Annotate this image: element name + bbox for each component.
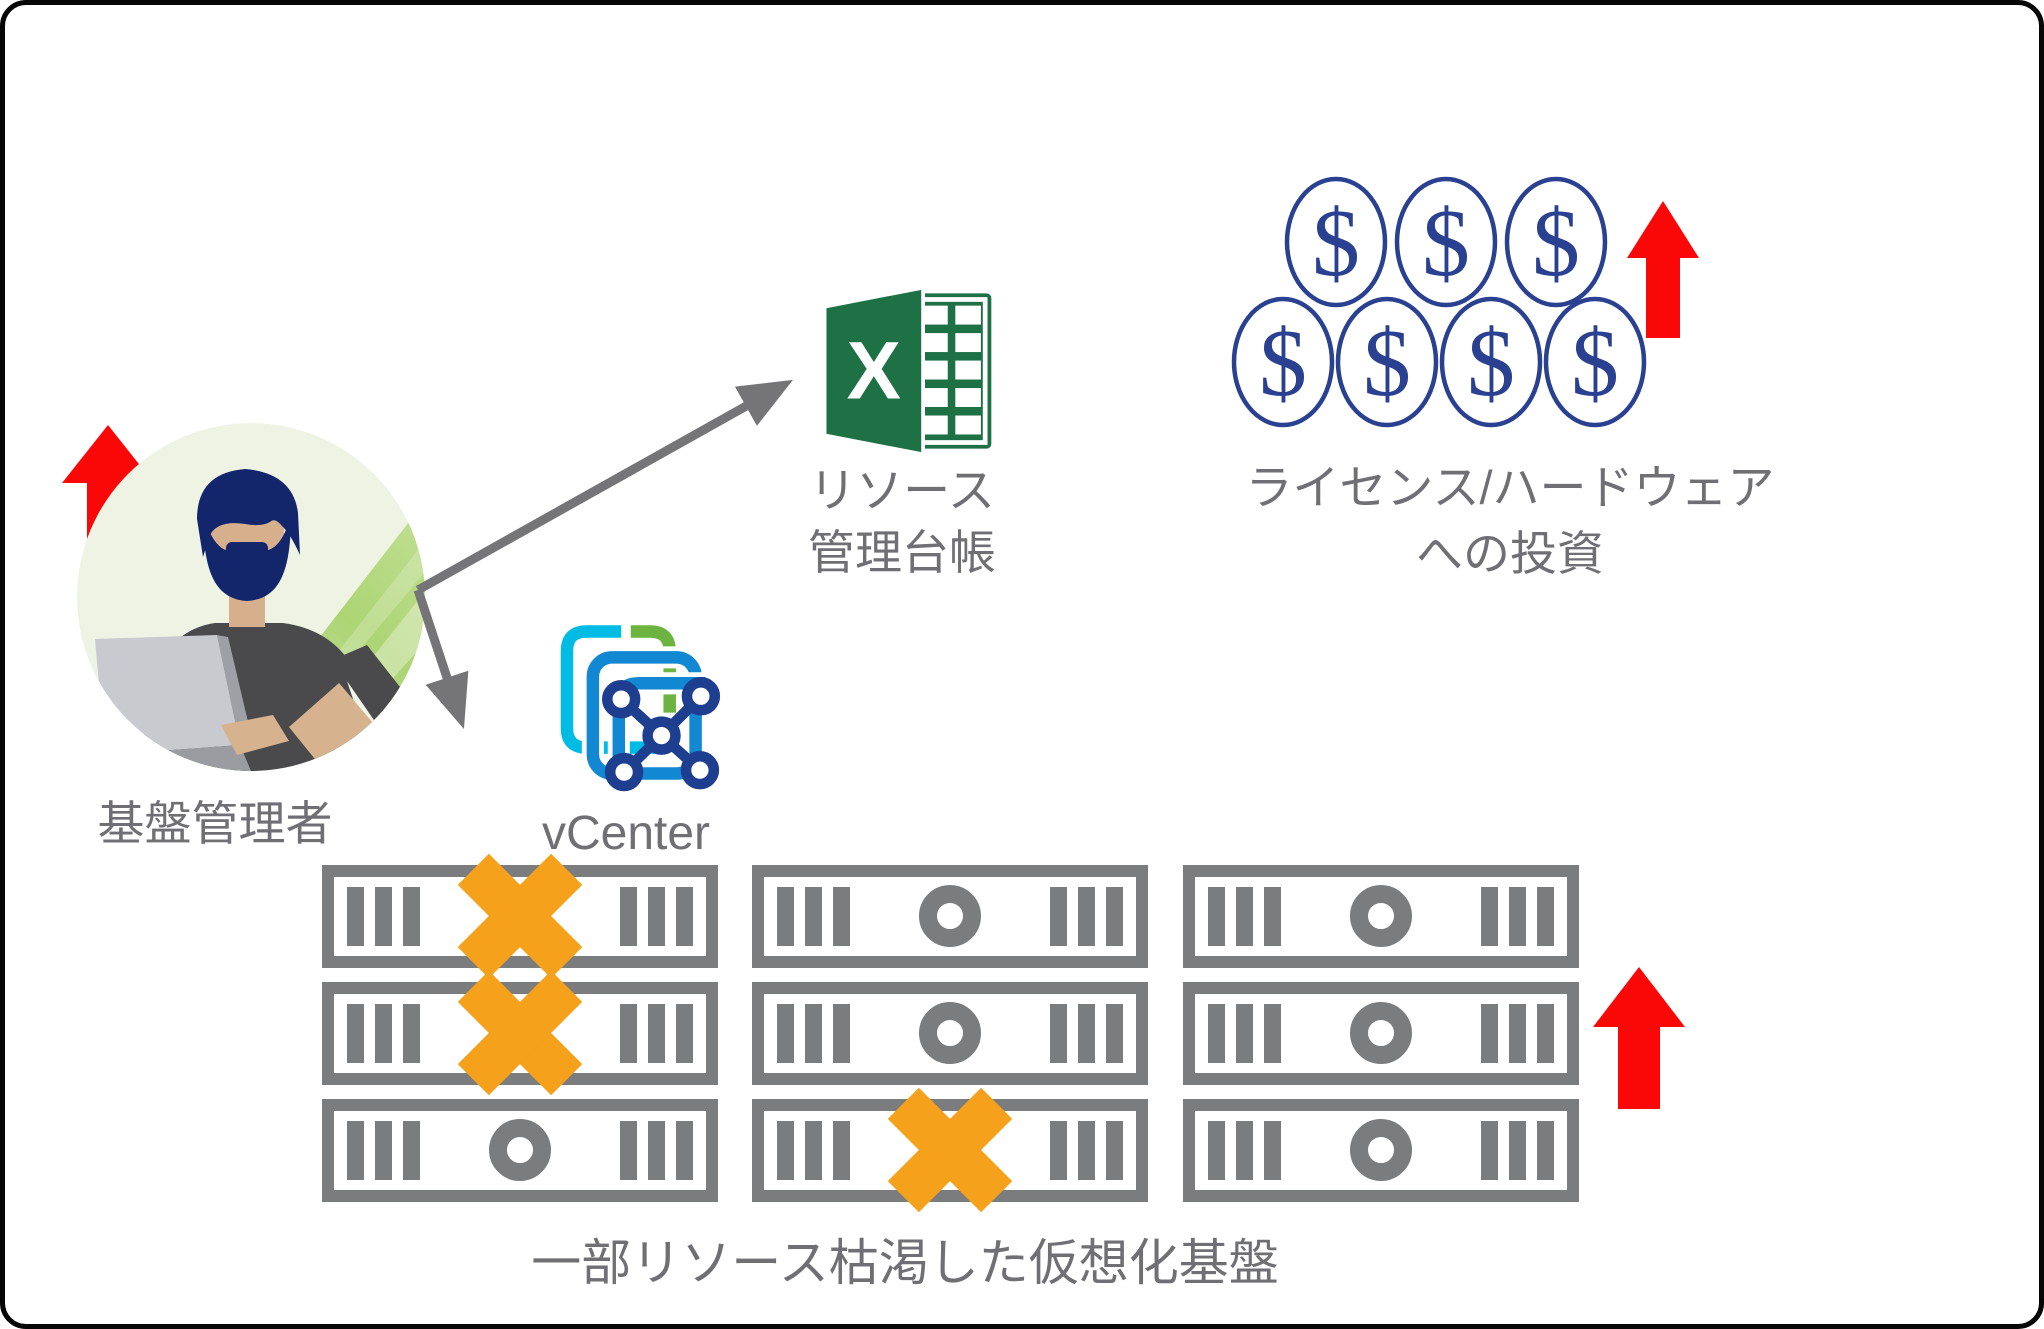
laptop-icon — [95, 635, 253, 771]
hand — [221, 715, 289, 755]
dollar-sign: $ — [1363, 309, 1411, 416]
infrastructure-increase-arrow-icon — [1593, 967, 1685, 1109]
server-icon — [752, 865, 1148, 968]
server-icon — [752, 1087, 1148, 1213]
power-indicator — [1350, 885, 1412, 947]
hair — [197, 469, 300, 557]
server-icon — [1183, 982, 1579, 1085]
server-icon — [322, 1099, 718, 1202]
dollar-coin-icon: $ — [1439, 296, 1543, 428]
server-icon — [322, 970, 718, 1096]
server-icon — [1183, 865, 1579, 968]
failure-x-icon — [887, 1087, 1013, 1213]
ledger-label-line1: リソース — [809, 464, 995, 517]
vcenter-icon — [560, 625, 721, 792]
admin-avatar — [77, 423, 425, 771]
dollar-coin-icon: $ — [1394, 176, 1498, 308]
power-indicator — [1350, 1119, 1412, 1181]
dollar-coin-icon: $ — [1504, 176, 1608, 308]
admin-label: 基盤管理者 — [97, 797, 333, 850]
ledger-label: リソース 管理台帳 — [752, 460, 1052, 584]
dollar-sign: $ — [1532, 189, 1580, 296]
power-indicator — [919, 1002, 981, 1064]
beard — [203, 515, 291, 601]
arrow-admin-to-excel — [415, 379, 793, 594]
vcenter-label: vCenter — [541, 807, 711, 860]
server-icon — [322, 853, 718, 979]
excel-letter: X — [847, 325, 901, 416]
excel-icon: X — [822, 285, 992, 457]
dollar-sign: $ — [1259, 309, 1307, 416]
ledger-label-line2: 管理台帳 — [808, 526, 996, 579]
admin-increase-arrow-icon — [62, 425, 154, 563]
investment-label-line1: ライセンス/ハードウェア — [1245, 461, 1775, 514]
power-indicator — [1350, 1002, 1412, 1064]
dollar-sign: $ — [1467, 309, 1515, 416]
dollar-coin-icon: $ — [1231, 296, 1335, 428]
server-icon — [752, 982, 1148, 1085]
investment-label: ライセンス/ハードウェア への投資 — [1210, 455, 1810, 587]
power-indicator — [919, 885, 981, 947]
server-icon — [1183, 1099, 1579, 1202]
investment-label-line2: への投資 — [1416, 527, 1604, 580]
investment-increase-arrow-icon — [1627, 201, 1699, 338]
failure-x-icon — [457, 970, 583, 1096]
infrastructure-caption: 一部リソース枯渇した仮想化基盤 — [531, 1235, 1279, 1291]
power-indicator — [489, 1119, 551, 1181]
dollar-sign: $ — [1312, 189, 1360, 296]
dollar-sign: $ — [1571, 309, 1619, 416]
dollar-coin-icon: $ — [1284, 176, 1388, 308]
dollar-coin-icon: $ — [1335, 296, 1439, 428]
dollar-sign: $ — [1422, 189, 1470, 296]
dollar-coin-icon: $ — [1543, 296, 1647, 428]
failure-x-icon — [457, 853, 583, 979]
network-cluster — [602, 677, 721, 792]
